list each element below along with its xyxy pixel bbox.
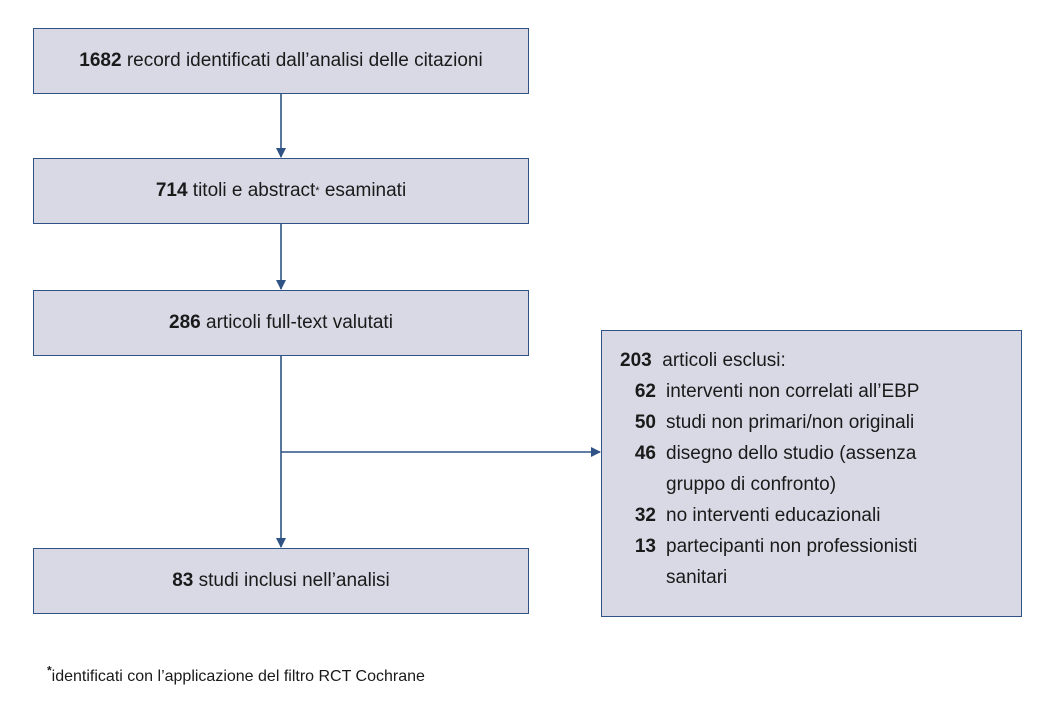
included-label: studi inclusi nell’analisi <box>198 570 390 591</box>
fulltext-label: articoli full-text valutati <box>206 312 393 333</box>
reason-text: partecipanti non professionisti <box>666 536 918 557</box>
reason-text: no interventi educazionali <box>666 505 881 526</box>
reason-count: 62 <box>634 381 656 402</box>
excluded-header: 203 articoli esclusi: <box>620 345 1021 376</box>
screened-label-end: esaminati <box>324 180 407 201</box>
records-count: 1682 <box>79 50 122 71</box>
exclusion-reason: 13 partecipanti non professionisti <box>620 531 1021 562</box>
reason-count: 13 <box>634 536 656 557</box>
records-identified-box: 1682 record identificati dall’analisi de… <box>33 28 529 94</box>
exclusion-reason: 62 interventi non correlati all’EBP <box>620 376 1021 407</box>
footnote-marker: * <box>47 663 52 678</box>
reason-count: 32 <box>634 505 656 526</box>
reason-count: 50 <box>634 412 656 433</box>
reason-text-continued: sanitari <box>666 567 728 588</box>
reason-text-continued: gruppo di confronto) <box>666 474 837 495</box>
fulltext-box: 286 articoli full-text valutati <box>33 290 529 356</box>
excluded-label: articoli esclusi: <box>662 350 786 371</box>
excluded-box: 203 articoli esclusi: 62 interventi non … <box>601 330 1022 617</box>
screened-label: titoli e abstract <box>192 180 316 201</box>
reason-text: studi non primari/non originali <box>666 412 915 433</box>
exclusion-reason: 32 no interventi educazionali <box>620 500 1021 531</box>
reason-text: disegno dello studio (assenza <box>666 443 917 464</box>
screened-count: 714 <box>155 180 188 201</box>
included-count: 83 <box>172 570 194 591</box>
reason-count: 46 <box>634 443 656 464</box>
screened-box: 714 titoli e abstract* esaminati <box>33 158 529 224</box>
footnote: *identificati con l’applicazione del fil… <box>47 665 425 686</box>
included-box: 83 studi inclusi nell’analisi <box>33 548 529 614</box>
reason-text: interventi non correlati all’EBP <box>666 381 920 402</box>
exclusion-reason: 50 studi non primari/non originali <box>620 407 1021 438</box>
excluded-count: 203 <box>620 350 652 371</box>
fulltext-count: 286 <box>169 312 201 333</box>
records-label: record identificati dall’analisi delle c… <box>126 50 483 71</box>
footnote-text: identificati con l’applicazione del filt… <box>51 668 425 685</box>
exclusion-reason: 46 disegno dello studio (assenza <box>620 438 1021 469</box>
